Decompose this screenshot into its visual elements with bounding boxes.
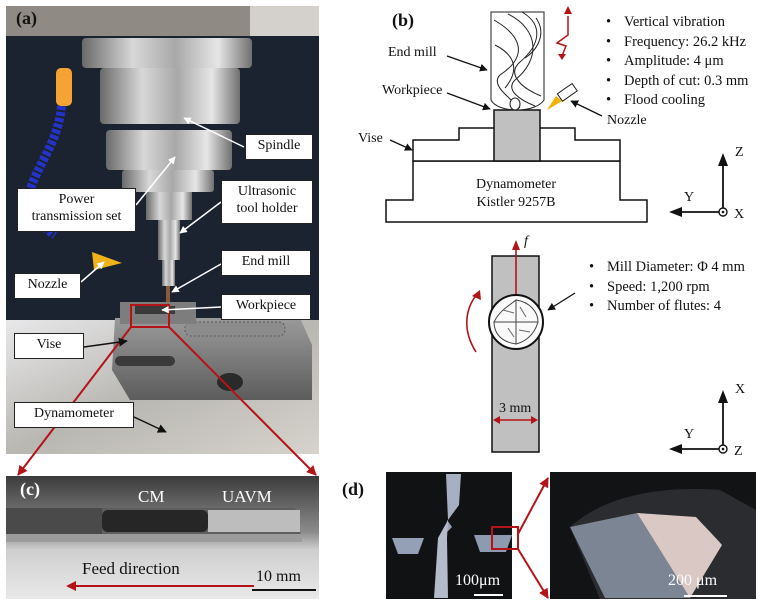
- nozzle-diagram: [547, 82, 578, 110]
- panel-b-label: (b): [392, 10, 414, 30]
- panel-d-label: (d): [342, 479, 364, 499]
- callout-ultrasonic-holder: Ultrasonic tool holder: [221, 180, 313, 224]
- panel-c-label: (c): [20, 479, 40, 499]
- label-vise: Vise: [358, 131, 383, 146]
- end-mill-diagram: [490, 11, 545, 111]
- label-nozzle: Nozzle: [607, 113, 647, 128]
- label-dynamometer: Dynamometer Kistler 9257B: [456, 176, 576, 212]
- workpiece-diagram: [493, 109, 541, 162]
- axis-label-z: Z: [735, 145, 744, 160]
- uncut-region: [6, 508, 102, 534]
- uavm-region: [208, 510, 300, 532]
- zoom-line-left: [17, 326, 132, 476]
- axis-label-y-top: Y: [684, 427, 695, 442]
- callout-end-mill: End mill: [221, 250, 311, 276]
- dynamometer-name: Dynamometer: [475, 177, 557, 192]
- panel-c-photo: [6, 476, 319, 599]
- side-view-parameter-list: Vertical vibration Frequency: 26.2 kHz A…: [606, 13, 748, 111]
- power-transmission-ring: [106, 130, 232, 170]
- scale-label-200um: 200 μm: [668, 572, 718, 589]
- param-item: Mill Diameter: Φ 4 mm: [589, 258, 745, 278]
- axis-label-z-top: Z: [734, 444, 743, 459]
- axes-triad-side: [669, 153, 728, 217]
- scale-label-10mm: 10 mm: [256, 568, 301, 585]
- panel-b-side-view: [385, 6, 728, 454]
- spindle-body: [82, 38, 252, 68]
- micrograph-detail-box: [491, 526, 519, 550]
- width-label: 3 mm: [499, 401, 532, 416]
- top-view-parameter-list: Mill Diameter: Φ 4 mm Speed: 1,200 rpm N…: [589, 258, 745, 317]
- axis-label-y: Y: [684, 190, 695, 205]
- feed-direction-label: Feed direction: [82, 559, 180, 578]
- callout-dynamometer: Dynamometer: [14, 402, 134, 428]
- param-item: Flood cooling: [606, 91, 748, 111]
- param-item: Frequency: 26.2 kHz: [606, 33, 748, 53]
- end-mill-photo: [166, 286, 170, 302]
- scale-label-100um: 100μm: [455, 572, 501, 589]
- param-item: Vertical vibration: [606, 13, 748, 33]
- label-end-mill: End mill: [388, 45, 437, 60]
- panel-d-micrographs: [386, 472, 756, 599]
- zoom-line-right: [168, 326, 317, 476]
- end-mill-cross-section: [488, 294, 544, 350]
- param-item: Speed: 1,200 rpm: [589, 278, 745, 298]
- callout-workpiece: Workpiece: [221, 294, 311, 320]
- dynamometer-block: [385, 160, 648, 223]
- rotation-arrow-icon: [465, 292, 479, 353]
- axis-label-x: X: [734, 207, 745, 222]
- vibration-arrow-icon: [555, 6, 572, 60]
- callout-nozzle: Nozzle: [14, 273, 81, 299]
- param-item: Amplitude: 4 μm: [606, 52, 748, 72]
- axes-triad-top: [669, 390, 728, 454]
- callout-spindle: Spindle: [245, 134, 313, 160]
- label-cm: CM: [138, 487, 165, 506]
- vise-photo: [112, 318, 312, 400]
- workpiece-detail-box: [130, 304, 170, 328]
- dynamometer-model: Kistler 9257B: [476, 195, 556, 210]
- callout-vise: Vise: [14, 333, 84, 359]
- callout-power-transmission: Power transmission set: [17, 188, 136, 232]
- label-workpiece: Workpiece: [382, 83, 443, 98]
- feed-symbol: f: [524, 234, 528, 249]
- param-item: Depth of cut: 0.3 mm: [606, 72, 748, 92]
- axis-label-x-top: X: [735, 382, 746, 397]
- param-item: Number of flutes: 4: [589, 297, 745, 317]
- panel-a-label: (a): [16, 8, 37, 28]
- label-uavm: UAVM: [222, 487, 272, 506]
- ultrasonic-tool-holder: [158, 220, 180, 260]
- cm-region: [102, 510, 208, 532]
